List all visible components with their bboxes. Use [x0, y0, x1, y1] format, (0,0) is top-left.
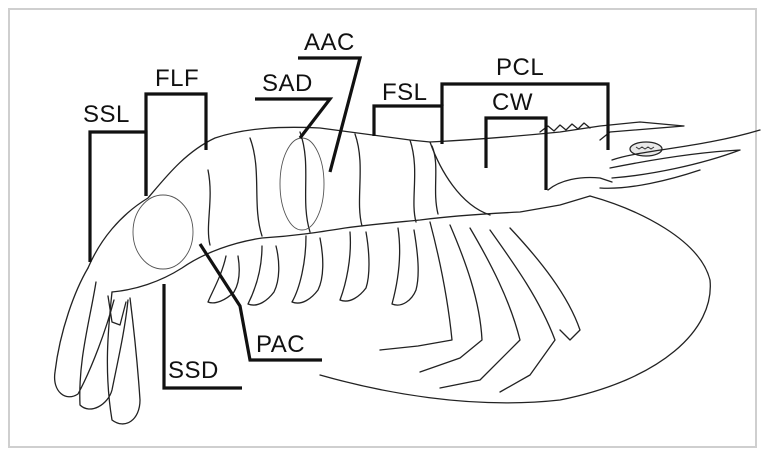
segment-lines — [208, 132, 438, 245]
label-ssd: SSD — [168, 357, 219, 384]
sad-ellipse — [280, 138, 324, 230]
flf-bracket — [146, 94, 206, 196]
label-pac: PAC — [256, 331, 305, 358]
label-flf: FLF — [155, 65, 199, 92]
label-aac: AAC — [304, 29, 355, 56]
label-cw: CW — [492, 89, 533, 116]
tail-fan — [55, 268, 140, 424]
label-pcl: PCL — [496, 54, 544, 81]
carapace-lower — [430, 142, 612, 215]
label-sad: SAD — [262, 70, 313, 97]
shrimp-body — [55, 122, 760, 424]
cw-bracket — [486, 118, 546, 190]
fsl-bracket — [374, 106, 442, 144]
dorsal-outline — [88, 122, 684, 268]
label-fsl: FSL — [382, 79, 428, 106]
label-ssl: SSL — [83, 101, 130, 128]
measurement-labels: SSL FLF SAD AAC FSL PCL CW PAC SSD — [83, 29, 544, 384]
ssl-bracket — [90, 132, 146, 262]
sad-bracket — [255, 99, 330, 138]
flf-ellipse — [133, 195, 193, 269]
pleopods — [208, 228, 418, 305]
walking-legs — [380, 222, 580, 392]
